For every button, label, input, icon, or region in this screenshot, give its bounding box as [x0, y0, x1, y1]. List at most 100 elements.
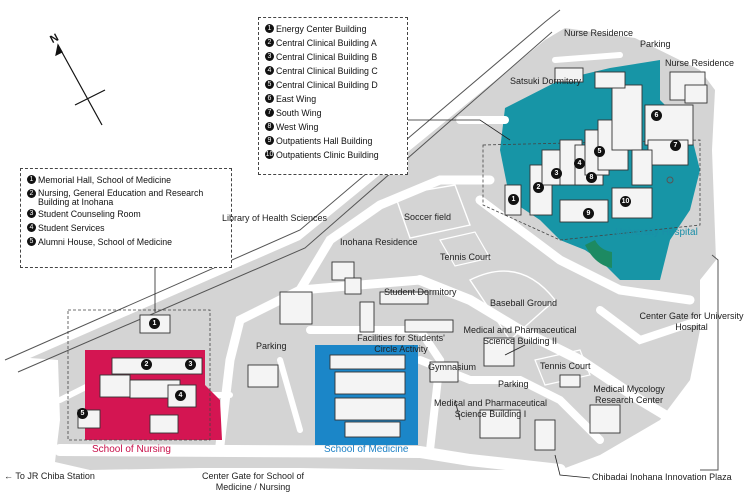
- hospital-legend-number: 6: [265, 94, 274, 103]
- marker-s4[interactable]: 4: [175, 390, 186, 401]
- label-med-pharm-1: Medical and Pharmaceutical Science Build…: [433, 398, 548, 419]
- label-baseball: Baseball Ground: [490, 298, 558, 308]
- buildings: [77, 67, 708, 451]
- hospital-legend-label: Energy Center Building: [276, 24, 367, 34]
- school-legend-label: Memorial Hall, School of Medicine: [38, 175, 171, 185]
- label-mycology: Medical Mycology Research Center: [593, 384, 665, 405]
- school-legend-label: Alumni House, School of Medicine: [38, 237, 172, 247]
- label-to-jr: ← To JR Chiba Station: [4, 471, 95, 481]
- hospital-legend-label: South Wing: [276, 108, 322, 118]
- hospital-legend-label: Outpatients Hall Building: [276, 136, 373, 146]
- label-gymnasium: Gymnasium: [428, 362, 477, 372]
- label-center-gate-school: Center Gate for School of Medicine / Nur…: [201, 471, 305, 492]
- compass-letter: N: [48, 32, 61, 46]
- school-legend-number: 3: [27, 209, 36, 218]
- hospital-legend-number: 10: [265, 150, 274, 159]
- label-inohana-residence: Inohana Residence: [340, 237, 418, 247]
- marker-h5[interactable]: 5: [594, 146, 605, 157]
- label-library: Library of Health Sciences: [222, 213, 328, 223]
- marker-h4[interactable]: 4: [574, 158, 585, 169]
- hospital-legend-label: Central Clinical Building D: [276, 80, 378, 90]
- marker-s1[interactable]: 1: [149, 318, 160, 329]
- hospital-legend-number: 5: [265, 80, 274, 89]
- label-student-dorm: Student Dormitory: [384, 287, 457, 297]
- marker-s5[interactable]: 5: [77, 408, 88, 419]
- hospital-legend-number: 2: [265, 38, 274, 47]
- school-legend-number: 5: [27, 237, 36, 246]
- hospital-legend-number: 7: [265, 108, 274, 117]
- marker-h7[interactable]: 7: [670, 140, 681, 151]
- label-school-nursing: School of Nursing: [92, 444, 171, 455]
- hospital-legend-label: Central Clinical Building B: [276, 52, 378, 62]
- outer-road: [4, 9, 561, 361]
- hospital-legend-label: Outpatients Clinic Building: [276, 150, 379, 160]
- school-legend-number: 2: [27, 189, 36, 198]
- label-nurse-residence: Nurse Residence: [564, 28, 634, 38]
- marker-h3[interactable]: 3: [551, 168, 562, 179]
- label-soccer: Soccer field: [404, 212, 452, 222]
- hospital-legend-number: 3: [265, 52, 274, 61]
- marker-h9[interactable]: 9: [583, 208, 594, 219]
- marker-h8[interactable]: 8: [586, 172, 597, 183]
- tennis-court-top: [439, 231, 491, 267]
- hospital-legend-number: 9: [265, 136, 274, 145]
- hospital-legend-number: 1: [265, 24, 274, 33]
- label-center-gate-hospital: Center Gate for University Hospital: [639, 311, 744, 332]
- label-university-hospital: University Hospital: [615, 227, 698, 238]
- hospital-legend-label: West Wing: [276, 122, 319, 132]
- label-tennis-bottom: Tennis Court: [540, 361, 591, 371]
- hospital-legend-label: Central Clinical Building C: [276, 66, 378, 76]
- marker-s2[interactable]: 2: [141, 359, 152, 370]
- label-med-pharm-2: Medical and Pharmaceutical Science Build…: [463, 325, 577, 346]
- hospital-legend-label: Central Clinical Building A: [276, 38, 377, 48]
- compass-arrow: [55, 43, 106, 126]
- marker-s3[interactable]: 3: [185, 359, 196, 370]
- marker-h1[interactable]: 1: [508, 194, 519, 205]
- label-innovation-plaza: Chibadai Inohana Innovation Plaza: [592, 472, 732, 482]
- hospital-lawn: [585, 240, 612, 268]
- school-legend-label: Student Services: [38, 223, 105, 233]
- outer-road-edge: [17, 31, 553, 373]
- label-facilities: Facilities for Students' Circle Activity: [357, 333, 445, 354]
- baseball-ground: [468, 270, 556, 342]
- school-legend-label: Nursing, General Education and Research …: [38, 188, 204, 207]
- label-tennis-top: Tennis Court: [440, 252, 491, 262]
- school-legend-number: 1: [27, 175, 36, 184]
- hospital-legend-number: 4: [265, 66, 274, 75]
- school-cluster-outline: [67, 309, 211, 441]
- label-parking-bottom: Parking: [498, 379, 529, 389]
- label-school-medicine: School of Medicine: [324, 444, 409, 455]
- hospital-legend-number: 8: [265, 122, 274, 131]
- label-parking-top: Parking: [640, 39, 671, 49]
- tennis-court-bottom: [534, 349, 591, 386]
- hospital-legend-label: East Wing: [276, 94, 317, 104]
- label-parking-left: Parking: [256, 341, 287, 351]
- field-dot: [666, 176, 674, 184]
- marker-h6[interactable]: 6: [651, 110, 662, 121]
- soccer-field: [394, 184, 471, 239]
- label-nurse-residence-2: Nurse Residence: [665, 58, 735, 68]
- school-legend-number: 4: [27, 223, 36, 232]
- school-legend-label: Student Counseling Room: [38, 209, 141, 219]
- marker-h2[interactable]: 2: [533, 182, 544, 193]
- marker-h10[interactable]: 10: [620, 196, 631, 207]
- label-satsuki: Satsuki Dormitory: [510, 76, 582, 86]
- east-road: [700, 254, 719, 471]
